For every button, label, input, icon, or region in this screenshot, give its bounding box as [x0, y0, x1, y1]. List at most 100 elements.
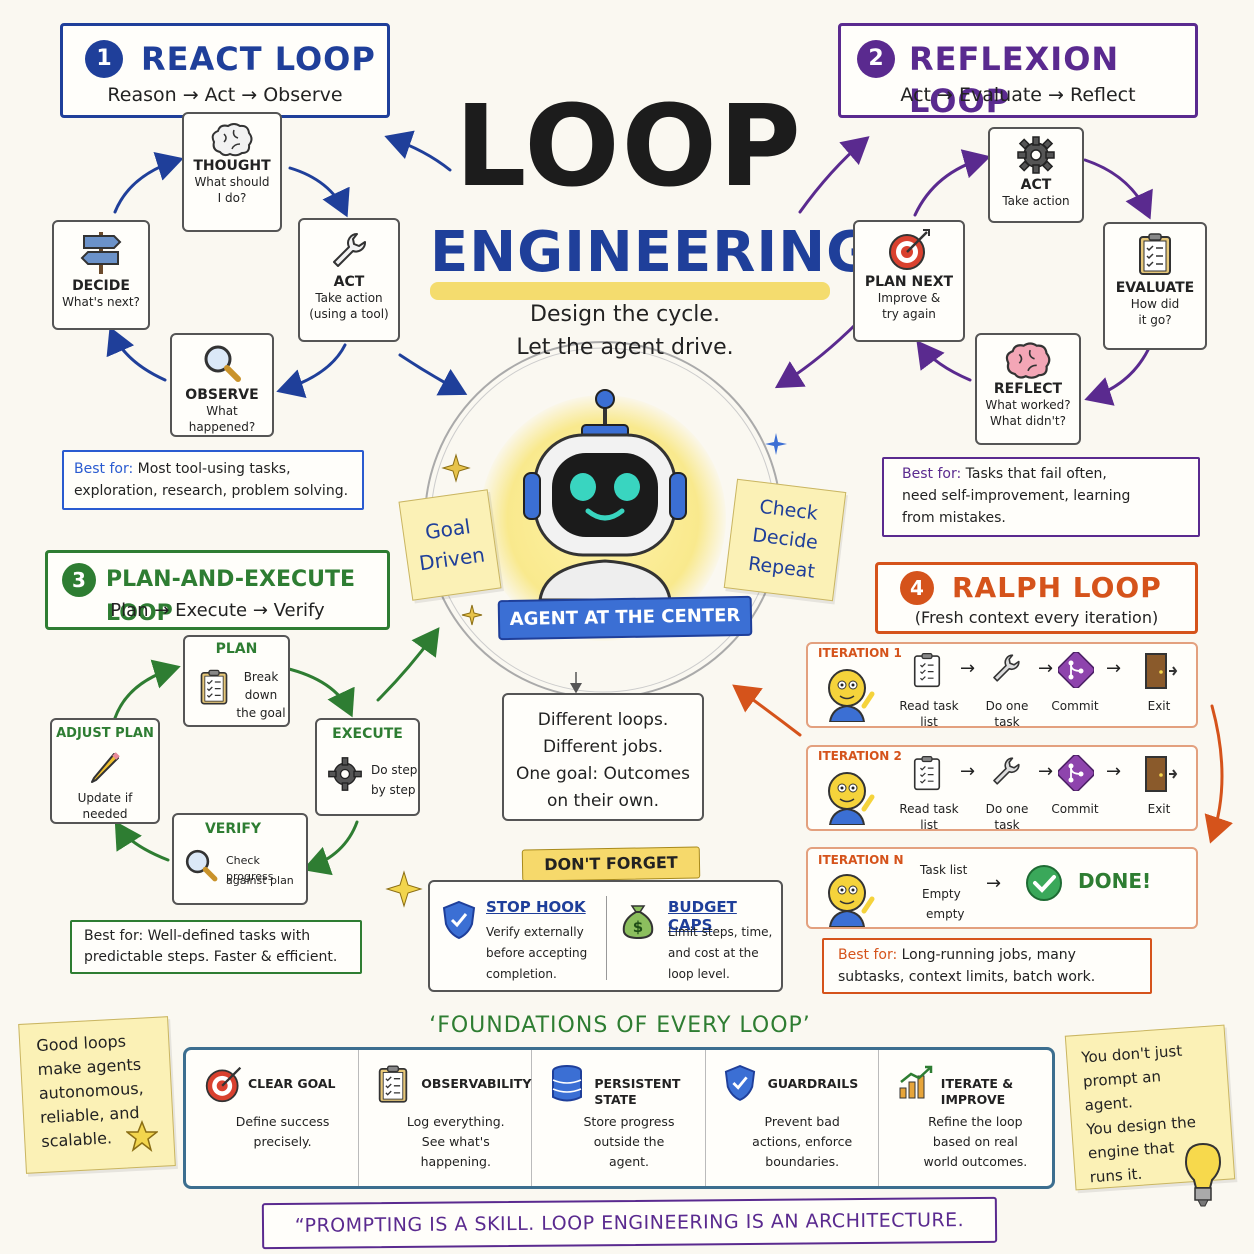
- ralph-step-arrow-icon: →: [960, 658, 976, 679]
- pe-best-line-2: predictable steps. Faster & efficient.: [84, 949, 338, 965]
- foundation-item-text: Log everything.: [406, 1114, 505, 1129]
- foundation-item-text: agent.: [608, 1154, 650, 1169]
- pe-execute-sub-1: Do step: [371, 763, 418, 777]
- react-act-sub-2: (using a tool): [309, 307, 389, 321]
- react-step-decide: DECIDE What's next?: [52, 220, 150, 330]
- check-circle-icon: [1026, 865, 1062, 901]
- clipboard-icon: [1139, 233, 1171, 275]
- note-goal-driven: Goal Driven: [398, 489, 502, 601]
- reflexion-reflect-sub-1: What worked?: [985, 398, 1071, 412]
- robot-icon: [523, 389, 687, 600]
- reflexion-header: 2 REFLEXION LOOP Act → Evaluate → Reflec…: [838, 23, 1198, 120]
- reflexion-step-evaluate: EVALUATE How did it go?: [1103, 222, 1207, 350]
- ralph-iteration-label: ITERATION 1: [818, 646, 902, 660]
- lightbulb-icon: [1184, 1142, 1222, 1207]
- react-step-act: ACT Take action (using a tool): [298, 218, 400, 342]
- reflexion-evaluate-title: EVALUATE: [1115, 280, 1195, 296]
- ralph-step-arrow-icon: →: [1106, 658, 1122, 679]
- foundation-item-text: Prevent bad: [764, 1114, 840, 1129]
- shield-icon: [442, 900, 476, 940]
- brain-icon: [211, 123, 253, 157]
- star-icon: [126, 1120, 158, 1152]
- react-arrow-to-agent: [398, 353, 468, 396]
- center-message-box: Different loops. Different jobs. One goa…: [502, 693, 704, 821]
- pe-step-adjust: ADJUST PLAN Update if needed: [50, 718, 160, 824]
- ralph-arrow-to-agent: [732, 684, 802, 737]
- budget-caps-title: BUDGET CAPS: [668, 898, 737, 934]
- reflexion-best-line-3: from mistakes.: [902, 510, 1006, 526]
- pe-adjust-title: ADJUST PLAN: [56, 726, 154, 741]
- stop-hook-line-1: Verify externally: [486, 925, 584, 939]
- ralph-step-label: list: [920, 818, 938, 832]
- ralph-character-icon: [828, 874, 875, 927]
- reflexion-best-line-2: need self-improvement, learning: [902, 488, 1131, 504]
- pe-number-badge: 3: [62, 563, 96, 597]
- stop-hook-line-2: before accepting: [486, 946, 588, 960]
- foundation-item-text: world outcomes.: [923, 1154, 1028, 1169]
- reflexion-reflect-sub-2: What didn't?: [990, 414, 1066, 428]
- budget-caps-line-2: and cost at the: [668, 946, 759, 960]
- reflexion-arrow-act-evaluate: [1083, 158, 1153, 220]
- stop-hook-line-3: completion.: [486, 967, 557, 981]
- pe-header: 3 PLAN-AND-EXECUTE LOOP Plan → Execute →…: [45, 550, 390, 630]
- reflexion-plan-next-sub-1: Improve &: [877, 291, 941, 305]
- ralph-step-arrow-icon: →: [1038, 658, 1054, 679]
- ralph-best-for: Best for: Long-running jobs, many subtas…: [822, 938, 1152, 994]
- ralph-done-label: DONE!: [1078, 869, 1152, 893]
- pe-plan-sub-3: the goal: [236, 706, 286, 720]
- ralph-step-label: Commit: [1051, 699, 1099, 713]
- clipboard-icon: [377, 1064, 409, 1108]
- ralph-title: RALPH LOOP: [952, 571, 1162, 604]
- wrench-icon: [333, 233, 366, 267]
- center-message-line-2: Different jobs.: [542, 737, 664, 757]
- foundation-item-text: actions, enforce: [752, 1134, 853, 1149]
- react-thought-title: THOUGHT: [193, 158, 271, 174]
- ralph-step-arrow-icon: →: [1038, 761, 1054, 782]
- ralph-step-label: Read task: [899, 802, 959, 816]
- pe-arrow-to-agent: [376, 627, 440, 702]
- react-number-badge: 1: [85, 40, 123, 78]
- magnifier-icon: [204, 345, 241, 382]
- reflexion-reflect-title: REFLECT: [993, 381, 1063, 397]
- react-subtitle: Reason → Act → Observe: [107, 84, 343, 106]
- pe-execute-sub-2: by step: [371, 783, 416, 797]
- reflexion-evaluate-sub-1: How did: [1130, 297, 1180, 311]
- ralph-final-task-2: Empty: [922, 887, 961, 901]
- target-icon: [889, 229, 930, 270]
- ralph-arrow-icon: →: [986, 873, 1002, 894]
- react-observe-sub: What happened?: [188, 404, 256, 434]
- note-check-decide-repeat: Check Decide Repeat: [723, 478, 847, 602]
- target-icon: [204, 1064, 244, 1108]
- foundation-item-text: precisely.: [253, 1134, 312, 1149]
- budget-caps-line-3: loop level.: [668, 967, 730, 981]
- wrench-icon: [990, 652, 1022, 688]
- footer-quote: “PROMPTING IS A SKILL. LOOP ENGINEERING …: [294, 1209, 965, 1237]
- react-arrow-decide-thought: [113, 151, 184, 214]
- react-step-observe: OBSERVE What happened?: [170, 333, 274, 437]
- react-arrow-observe-decide: [106, 326, 167, 382]
- ralph-step-label: Do one: [985, 699, 1029, 713]
- ralph-final-label: ITERATION N: [818, 853, 904, 867]
- git-commit-icon: [1057, 754, 1095, 795]
- pe-best-for: Best for: Well-defined tasks with predic…: [70, 920, 362, 974]
- pe-adjust-sub-1: Update if: [77, 791, 133, 805]
- money-bag-icon: $: [622, 905, 654, 940]
- dont-forget-divider: [606, 896, 607, 980]
- react-best-label: Best for:: [74, 461, 134, 477]
- reflexion-act-sub: Take action: [1002, 194, 1070, 208]
- ralph-step-label: Exit: [1147, 802, 1171, 816]
- pe-plan-sub-1: Break: [243, 670, 279, 684]
- reflexion-evaluate-sub-2: it go?: [1138, 313, 1172, 327]
- ralph-step-label: task: [994, 818, 1020, 832]
- chart-icon: [897, 1064, 935, 1104]
- ralph-best-line-2: subtasks, context limits, batch work.: [838, 969, 1096, 985]
- foundation-item-text: Store progress: [583, 1114, 675, 1129]
- pencil-icon: [91, 752, 120, 783]
- dont-forget-box: STOP HOOK Verify externally before accep…: [428, 880, 783, 992]
- pe-plan-title: PLAN: [215, 641, 258, 657]
